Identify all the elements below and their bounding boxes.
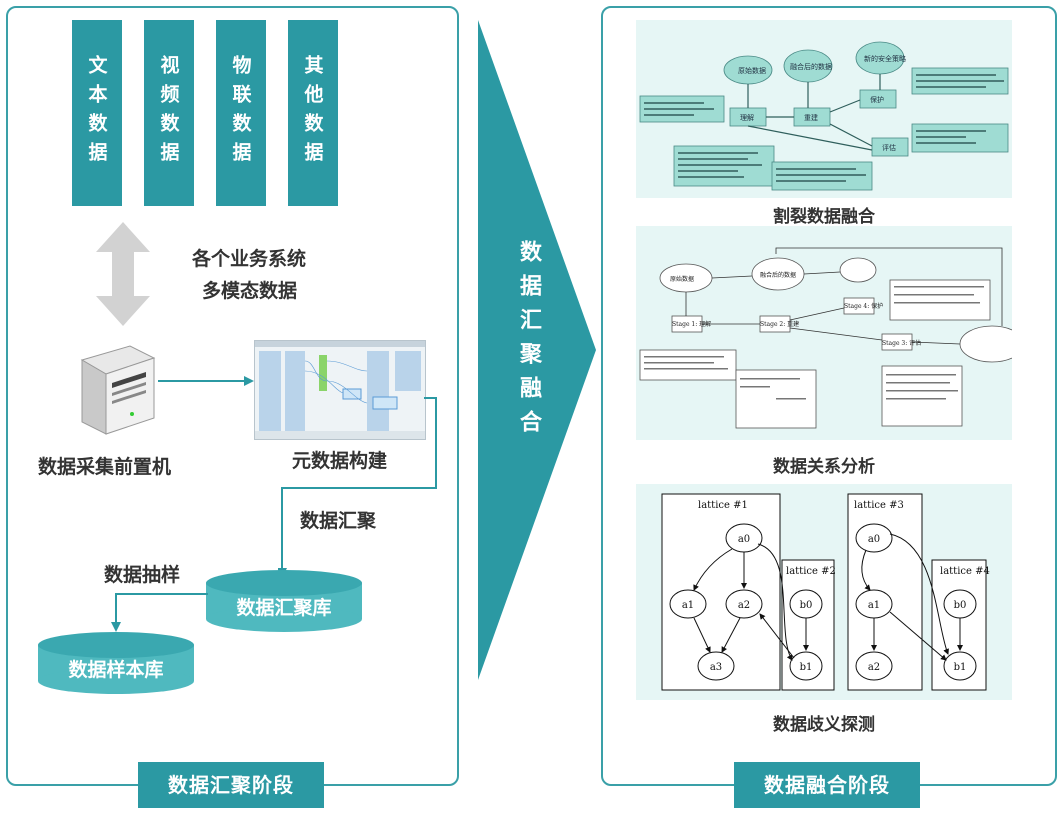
connector-arrow <box>278 397 437 578</box>
sample-label: 数据抽样 <box>104 564 181 586</box>
relationship-analysis-caption: 数据关系分析 <box>773 457 875 477</box>
node-a3: a3 <box>710 662 722 673</box>
fig2-bubble-fused: 融合后的数据 <box>760 271 796 279</box>
fig1-box-evaluate: 评估 <box>882 143 896 152</box>
source-box-text: 文本数据 <box>72 20 122 206</box>
center-arrow-text: 数据汇聚融合 <box>516 240 541 444</box>
fig1-bubble-policy: 新的安全策略 <box>864 54 906 63</box>
fig1-box-protect: 保护 <box>870 95 884 104</box>
source-box-video: 视频数据 <box>144 20 194 206</box>
node-a2-l3: a2 <box>868 662 880 673</box>
business-systems-label: 各个业务系统 <box>192 248 307 270</box>
lattice-1-label: lattice #1 <box>698 500 748 511</box>
multimodal-data-label: 多模态数据 <box>202 280 298 302</box>
node-b1: b1 <box>800 662 813 673</box>
node-a0: a0 <box>738 534 750 545</box>
ambiguity-detection-figure: lattice #1 lattice #2 lattice #3 lattice… <box>636 484 1012 700</box>
fig1-bubble-fused: 融合后的数据 <box>790 62 832 71</box>
node-a1-l3: a1 <box>868 600 880 611</box>
fragmented-fusion-caption: 割裂数据融合 <box>773 207 875 227</box>
connector-arrow <box>111 593 208 632</box>
fig2-stage1: Stage 1: 理解 <box>672 320 711 328</box>
fig2-stage3: Stage 3: 评估 <box>882 339 921 347</box>
fig1-box-rebuild: 重建 <box>804 113 818 122</box>
source-box-other: 其他数据 <box>288 20 338 206</box>
double-arrow-icon <box>96 222 150 326</box>
fig1-bubble-raw: 原始数据 <box>738 66 766 75</box>
fig2-stage4: Stage 4: 保护 <box>844 302 883 310</box>
metadata-label: 元数据构建 <box>292 450 388 472</box>
fusion-stage-label: 数据融合阶段 <box>734 762 920 808</box>
metadata-screenshot <box>254 340 426 440</box>
sample-database-label: 数据样本库 <box>68 658 164 681</box>
ambiguity-detection-caption: 数据歧义探测 <box>773 715 875 735</box>
aggregate-label: 数据汇聚 <box>300 510 377 532</box>
aggregation-stage-label: 数据汇聚阶段 <box>138 762 324 808</box>
node-b0: b0 <box>800 600 813 611</box>
sample-database: 数据样本库 <box>38 632 194 694</box>
lattice-4-label: lattice #4 <box>940 566 990 577</box>
lattice-3-label: lattice #3 <box>854 500 904 511</box>
node-b1-l4: b1 <box>954 662 967 673</box>
source-box-iot: 物联数据 <box>216 20 266 206</box>
lattice-2-label: lattice #2 <box>786 566 836 577</box>
server-label: 数据采集前置机 <box>38 456 172 478</box>
aggregate-database: 数据汇聚库 <box>206 570 362 632</box>
center-arrow-icon <box>478 20 596 680</box>
fragmented-fusion-figure: 原始数据 融合后的数据 新的安全策略 理解 重建 保护 评估 <box>636 20 1012 198</box>
relationship-analysis-figure: 原始数据 融合后的数据 Stage 1: 理解 Stage 2: 重建 Stag… <box>636 226 1025 440</box>
node-a0-l3: a0 <box>868 534 880 545</box>
connector-arrow <box>158 376 254 386</box>
node-a1: a1 <box>682 600 694 611</box>
server-icon <box>80 345 156 435</box>
fig1-box-understand: 理解 <box>740 113 754 122</box>
node-b0-l4: b0 <box>954 600 967 611</box>
aggregate-database-label: 数据汇聚库 <box>236 596 332 619</box>
node-a2: a2 <box>738 600 750 611</box>
fig2-stage2: Stage 2: 重建 <box>760 320 799 328</box>
fig2-bubble-raw: 原始数据 <box>670 275 694 283</box>
